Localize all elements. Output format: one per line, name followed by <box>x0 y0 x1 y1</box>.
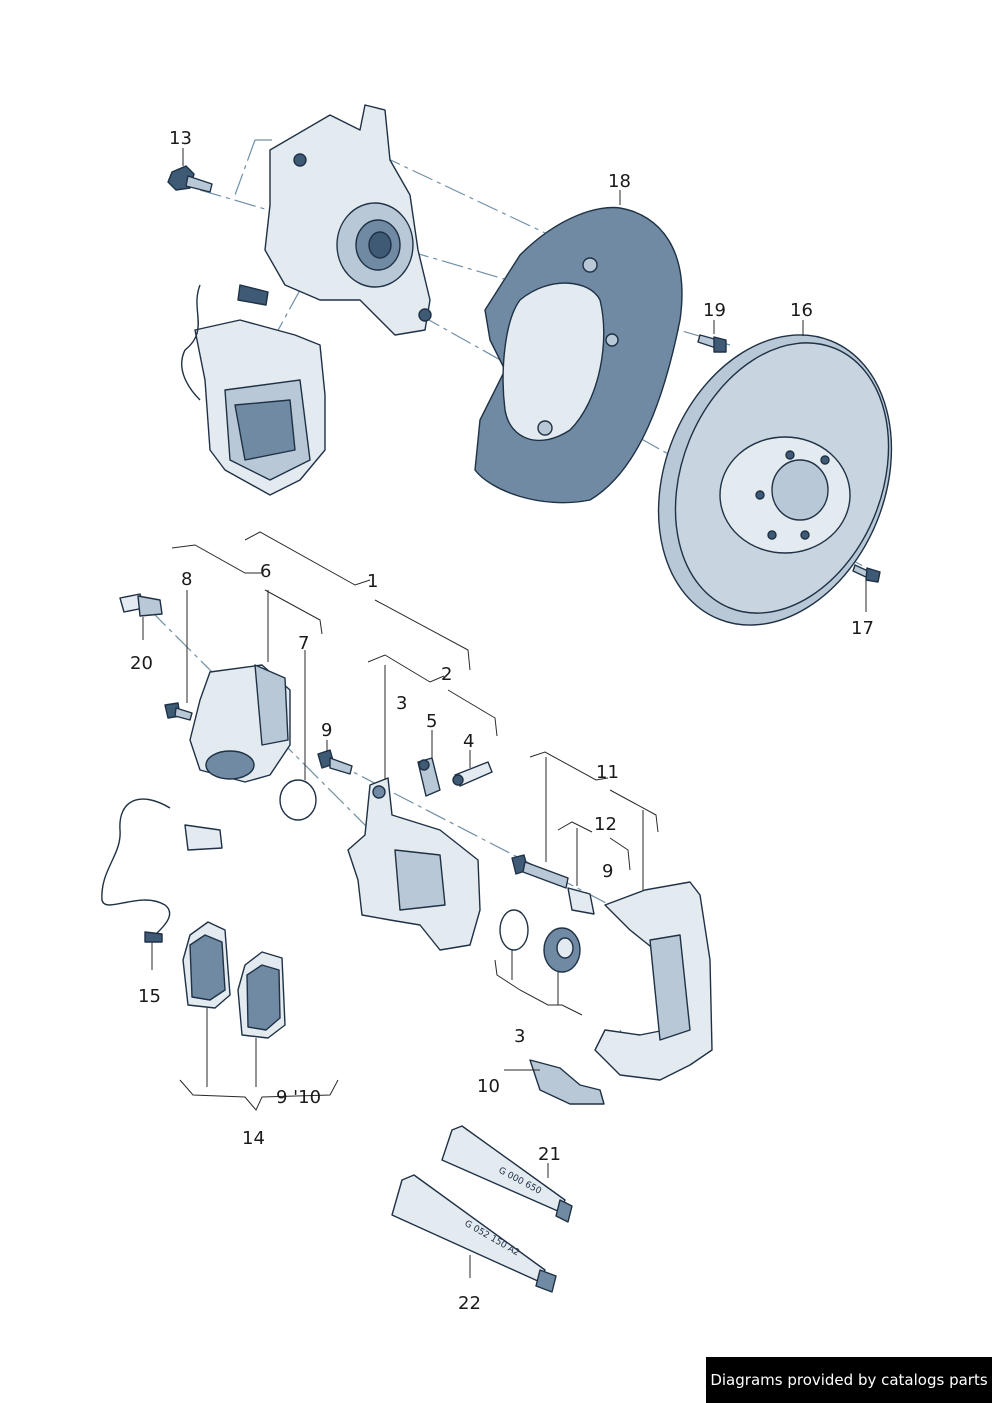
callout-18: 18 <box>608 171 631 192</box>
callout-9-10: 9 '10 <box>276 1087 321 1108</box>
part-9-bolt <box>317 749 353 775</box>
callout-6: 6 <box>260 561 271 582</box>
part-20-plug <box>119 593 163 617</box>
callout-2: 2 <box>441 664 452 685</box>
part-3-seal-kit <box>499 909 581 973</box>
part-8-bolt <box>164 702 193 721</box>
part-13-bolt <box>167 165 213 193</box>
callout-21: 21 <box>538 1144 561 1165</box>
part-10-spring-clip <box>529 1059 605 1105</box>
part-18-dust-shield <box>474 206 683 504</box>
part-12-bushing <box>567 887 595 915</box>
part-4-bleeder-valve <box>452 761 493 787</box>
callout-5: 5 <box>426 711 437 732</box>
brake-caliper-assembled <box>181 284 326 496</box>
callout-12: 12 <box>594 814 617 835</box>
part-16-brake-disc <box>657 334 893 626</box>
wheel-bearing-housing <box>264 104 432 336</box>
callout-20: 20 <box>130 653 153 674</box>
callout-3-lower: 3 <box>514 1026 525 1047</box>
part-15-wear-sensor <box>101 798 223 943</box>
callout-3-upper: 3 <box>396 693 407 714</box>
callout-7: 7 <box>298 633 309 654</box>
part-19-bolt <box>697 334 727 353</box>
callout-9-upper: 9 <box>321 720 332 741</box>
callout-22: 22 <box>458 1293 481 1314</box>
leader-lines <box>142 148 867 1278</box>
callout-19: 19 <box>703 300 726 321</box>
callout-13: 13 <box>169 128 192 149</box>
callout-15: 15 <box>138 986 161 1007</box>
callout-labels: 13 18 19 16 8 6 1 17 7 20 2 3 5 9 4 11 1… <box>130 128 874 1314</box>
part-5-bleed-screw <box>417 757 441 797</box>
callout-16: 16 <box>790 300 813 321</box>
part-17-bolt <box>852 564 881 583</box>
callout-1: 1 <box>367 571 378 592</box>
callout-9-lower: 9 <box>602 861 613 882</box>
part-6-caliper-housing <box>189 664 291 783</box>
callout-10: 10 <box>477 1076 500 1097</box>
callout-17: 17 <box>851 618 874 639</box>
watermark-banner: Diagrams provided by catalogs parts <box>706 1357 992 1403</box>
part-11-caliper-bracket <box>594 881 713 1081</box>
callout-14: 14 <box>242 1128 265 1149</box>
callout-11: 11 <box>596 762 619 783</box>
part-21-grease-tube: G 000 650 <box>441 1125 573 1223</box>
part-14-brake-pads <box>182 921 286 1039</box>
callout-4: 4 <box>463 731 474 752</box>
callout-8: 8 <box>181 569 192 590</box>
part-3-caliper-carrier <box>347 777 481 951</box>
part-7-seal-ring <box>279 779 317 821</box>
part-11-guide-pin <box>511 854 569 889</box>
